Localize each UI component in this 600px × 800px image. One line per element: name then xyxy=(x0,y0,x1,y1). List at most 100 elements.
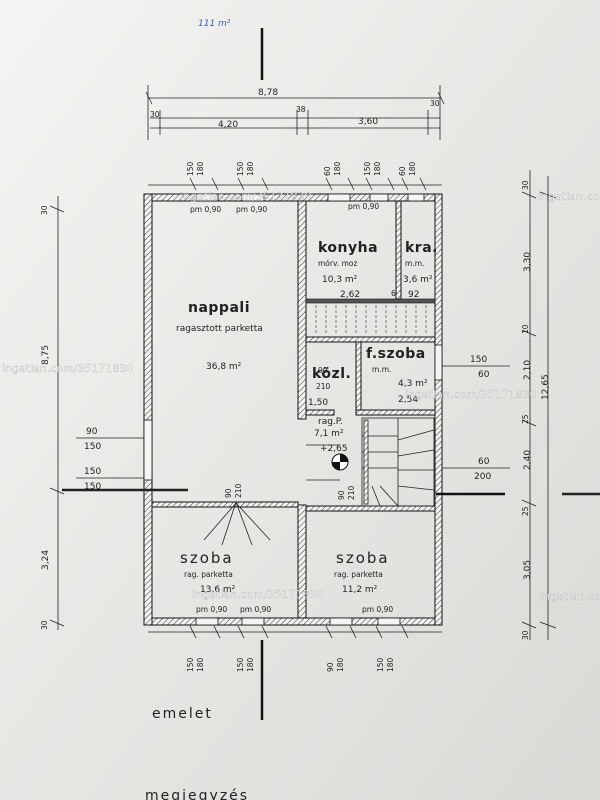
window-label: pm 0,90 xyxy=(362,605,393,614)
svg-text:nappali: nappali xyxy=(188,300,250,316)
watermark: ingatlan.com/35171830 xyxy=(2,362,134,375)
dim-right-top: 30 xyxy=(521,180,530,190)
svg-text:rag. parketta: rag. parketta xyxy=(334,570,383,579)
window-label: pm 0,90 xyxy=(196,605,227,614)
window-label: pm 0,90 xyxy=(348,202,379,211)
svg-text:60: 60 xyxy=(323,166,332,176)
doors xyxy=(203,444,340,546)
dim-fszoba-width: 2,54 xyxy=(398,395,418,405)
door-width: 90 xyxy=(224,488,233,498)
outer-walls xyxy=(143,193,443,626)
room-szoba-left: szoba rag. parketta 13,6 m² xyxy=(180,549,236,595)
svg-text:konyha: konyha xyxy=(318,240,378,256)
dim-right-d3: 2,10 xyxy=(523,360,533,380)
svg-text:90: 90 xyxy=(86,427,98,437)
dim-right-total: 12,65 xyxy=(541,374,551,400)
svg-text:180: 180 xyxy=(373,161,382,176)
windows xyxy=(143,193,443,626)
svg-text:13,6 m²: 13,6 m² xyxy=(200,585,236,595)
remark-label: megjegyzés xyxy=(145,788,249,800)
svg-text:150: 150 xyxy=(186,161,195,176)
svg-text:150: 150 xyxy=(84,467,101,477)
dim-right-width: 3,60 xyxy=(358,117,378,127)
top-dimension-chain xyxy=(145,85,445,140)
left-window-dims: 90 150 150 150 xyxy=(76,427,144,492)
door-height: 210 xyxy=(347,485,356,500)
svg-text:150: 150 xyxy=(236,161,245,176)
svg-text:180: 180 xyxy=(196,657,205,672)
room-kamra: kra. m.m. 3,6 m² xyxy=(403,240,437,285)
dim-left-end: 30 xyxy=(150,110,160,119)
door-height: 210 xyxy=(316,382,331,391)
watermark: ingatlan.com/35171830 xyxy=(540,590,600,603)
door-width: 90 xyxy=(337,490,346,500)
dim-middle: 38 xyxy=(296,105,306,114)
svg-text:rag.P.: rag.P. xyxy=(318,417,343,427)
svg-text:180: 180 xyxy=(246,161,255,176)
dim-right-end: 30 xyxy=(430,99,440,108)
dim-right-d7: 3,05 xyxy=(523,560,533,580)
watermark: ingatlan.com/35171830 xyxy=(405,388,537,401)
window-label: pm 0,90 xyxy=(240,605,271,614)
dim-left-top: 30 xyxy=(40,205,49,215)
svg-text:60: 60 xyxy=(398,166,407,176)
dim-konyha-width: 2,62 xyxy=(340,290,360,300)
svg-text:60: 60 xyxy=(478,370,490,380)
svg-text:ragasztott parketta: ragasztott parketta xyxy=(176,324,263,334)
window-label: pm 0,90 xyxy=(190,205,221,214)
svg-text:180: 180 xyxy=(336,657,345,672)
svg-text:60: 60 xyxy=(478,457,490,467)
right-dimension-chain xyxy=(521,170,600,640)
bottom-openings: 150 180 150 180 90 180 150 180 xyxy=(186,657,395,672)
left-dimension-chain xyxy=(49,196,188,630)
svg-text:10,3 m²: 10,3 m² xyxy=(322,275,358,285)
right-window-dims: 150 60 60 200 xyxy=(436,355,510,496)
room-szoba-right: szoba rag. parketta 11,2 m² xyxy=(334,549,390,595)
svg-text:150: 150 xyxy=(470,355,487,365)
svg-text:f.szoba: f.szoba xyxy=(366,346,426,362)
svg-text:7,1 m²: 7,1 m² xyxy=(314,429,344,439)
svg-text:180: 180 xyxy=(386,657,395,672)
room-furdo: f.szoba m.m. 4,3 m² xyxy=(366,346,428,389)
room-konyha: konyha mórv. moz 10,3 m² xyxy=(318,240,378,285)
dim-right-d4: 25 xyxy=(521,414,530,424)
dim-right-d2: 10 xyxy=(521,324,530,334)
svg-text:mórv. moz: mórv. moz xyxy=(318,259,357,268)
dim-left-lower: 3,24 xyxy=(41,550,51,570)
svg-text:m.m.: m.m. xyxy=(372,365,391,374)
handwritten-area-note: 111 m² xyxy=(198,19,231,29)
level-marker xyxy=(331,453,349,471)
watermark: ingatlan.com/35171830 xyxy=(538,190,600,203)
svg-text:150: 150 xyxy=(236,657,245,672)
watermark: ingatlan.com/35171830 xyxy=(180,190,312,203)
svg-text:180: 180 xyxy=(408,161,417,176)
level-value: +2,65 xyxy=(320,444,348,454)
dim-right-d5: 2,40 xyxy=(523,450,533,470)
dim-right-bottom: 30 xyxy=(521,630,530,640)
door-height: 210 xyxy=(234,483,243,498)
door-width: 90 xyxy=(318,366,328,375)
svg-text:90: 90 xyxy=(326,662,335,672)
svg-text:rag. parketta: rag. parketta xyxy=(184,570,233,579)
top-opening-ticks xyxy=(148,177,442,191)
top-openings: 150 180 150 180 60 180 150 180 60 180 xyxy=(186,161,417,176)
dim-right-d6: 25 xyxy=(521,506,530,516)
svg-text:150: 150 xyxy=(84,482,101,492)
stair xyxy=(361,417,435,507)
dim-kra-sep: 6 xyxy=(391,289,396,298)
svg-text:180: 180 xyxy=(333,161,342,176)
svg-text:36,8 m²: 36,8 m² xyxy=(206,362,242,372)
svg-text:m.m.: m.m. xyxy=(405,259,424,268)
dim-kozl-width: 1,50 xyxy=(308,398,328,408)
svg-text:közl.: közl. xyxy=(312,366,351,382)
svg-text:szoba: szoba xyxy=(336,549,390,567)
svg-text:4,3 m²: 4,3 m² xyxy=(398,379,428,389)
dim-total-width: 8,78 xyxy=(258,88,278,98)
svg-text:11,2 m²: 11,2 m² xyxy=(342,585,378,595)
svg-text:3,6 m²: 3,6 m² xyxy=(403,275,433,285)
svg-text:szoba: szoba xyxy=(180,549,234,567)
upper-stair-lines xyxy=(315,305,427,335)
room-kozl: közl. rag.P. 7,1 m² xyxy=(312,366,351,439)
inner-walls xyxy=(151,200,436,619)
